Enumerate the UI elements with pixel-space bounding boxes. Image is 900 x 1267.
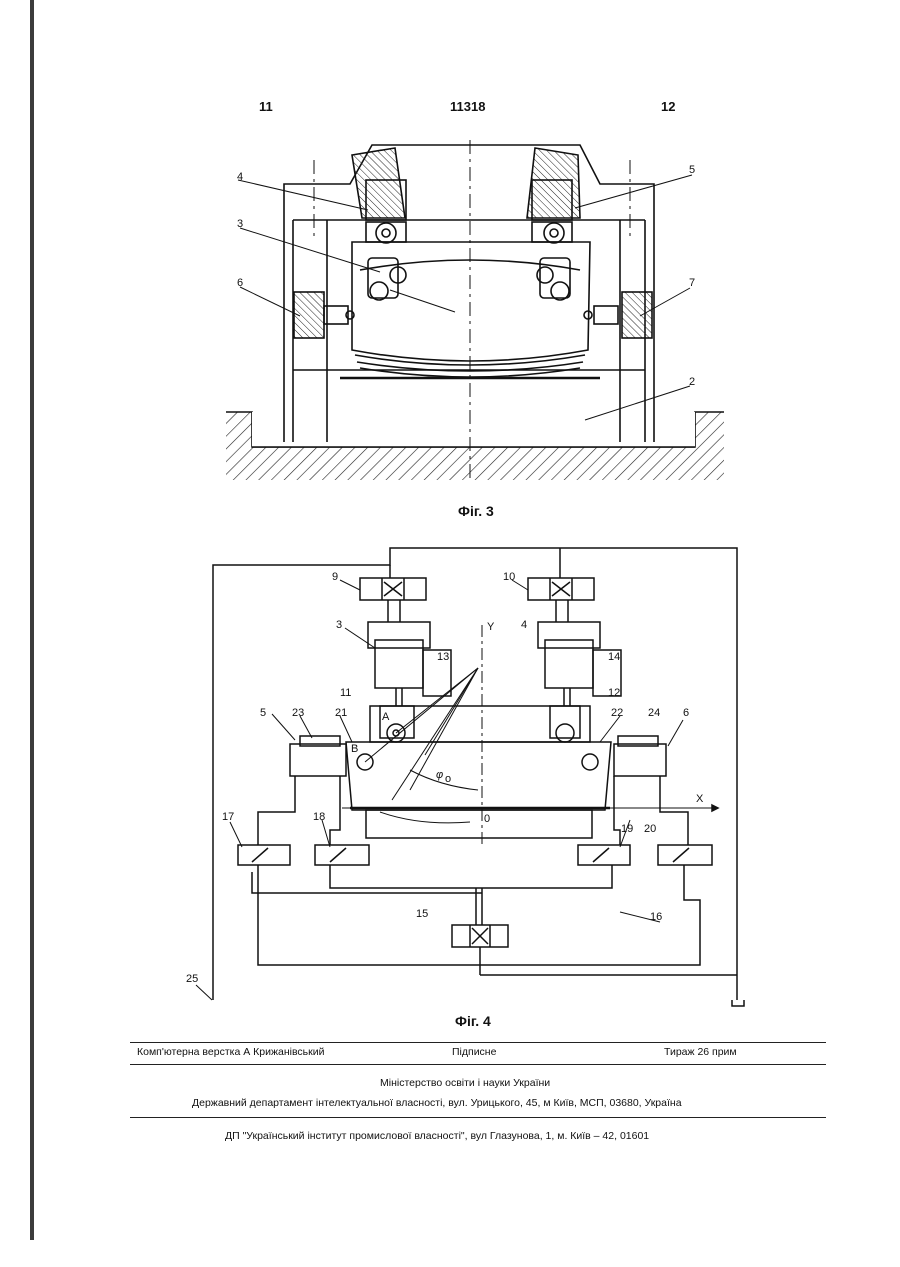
fig4-label-20: 20 [644,823,656,835]
fig4-label-11: 11 [340,687,351,699]
fig4-label-12: 12 [608,687,620,699]
fig4-label-19: 19 [621,823,633,835]
fig4-label-17: 17 [222,811,234,823]
point-a-label: A [382,711,390,723]
fig4-label-13: 13 [437,651,449,663]
fig4-label-25: 25 [186,973,198,985]
fig4-label-9: 9 [332,571,338,583]
footer-department: Державний департамент інтелектуальної вл… [192,1097,682,1109]
point-b-label: B [351,743,358,755]
fig4-label-18: 18 [313,811,325,823]
fig4-label-14: 14 [608,651,620,663]
fig4-label-24: 24 [648,707,660,719]
origin-label: 0 [484,813,490,825]
footer-rule-bottom [130,1117,826,1118]
fig4-label-16: 16 [650,911,662,923]
fig4-label-3: 3 [336,619,342,631]
footer-typesetter: Комп'ютерна верстка А Крижанівський [137,1046,324,1058]
footer-institute: ДП "Український інститут промислової вла… [225,1130,649,1142]
fig4-label-4: 4 [521,619,527,631]
footer-rule-middle [130,1064,826,1065]
fig4-label-6: 6 [683,707,689,719]
footer-ministry: Міністерство освіти і науки України [380,1077,550,1089]
angle-phi-subscript: о [445,773,451,785]
figure-4-drawing: 9 10 3 4 13 14 11 12 5 23 21 22 24 6 17 … [0,0,900,1010]
figure-4-labels: 9 10 3 4 13 14 11 12 5 23 21 22 24 6 17 … [186,571,704,985]
footer-print-run: Тираж 26 прим [664,1046,737,1058]
fig4-label-23: 23 [292,707,304,719]
axis-y-label: Y [487,621,495,633]
fig4-label-22: 22 [611,707,623,719]
figure-4-caption: Фіг. 4 [455,1013,491,1029]
axis-x-label: X [696,793,704,805]
fig4-label-15: 15 [416,908,428,920]
fig4-label-21: 21 [335,707,347,719]
footer-rule-top [130,1042,826,1043]
footer-subscription: Підписне [452,1046,496,1058]
fig4-label-5: 5 [260,707,266,719]
angle-phi-label: φ [436,769,443,781]
fig4-label-10: 10 [503,571,515,583]
